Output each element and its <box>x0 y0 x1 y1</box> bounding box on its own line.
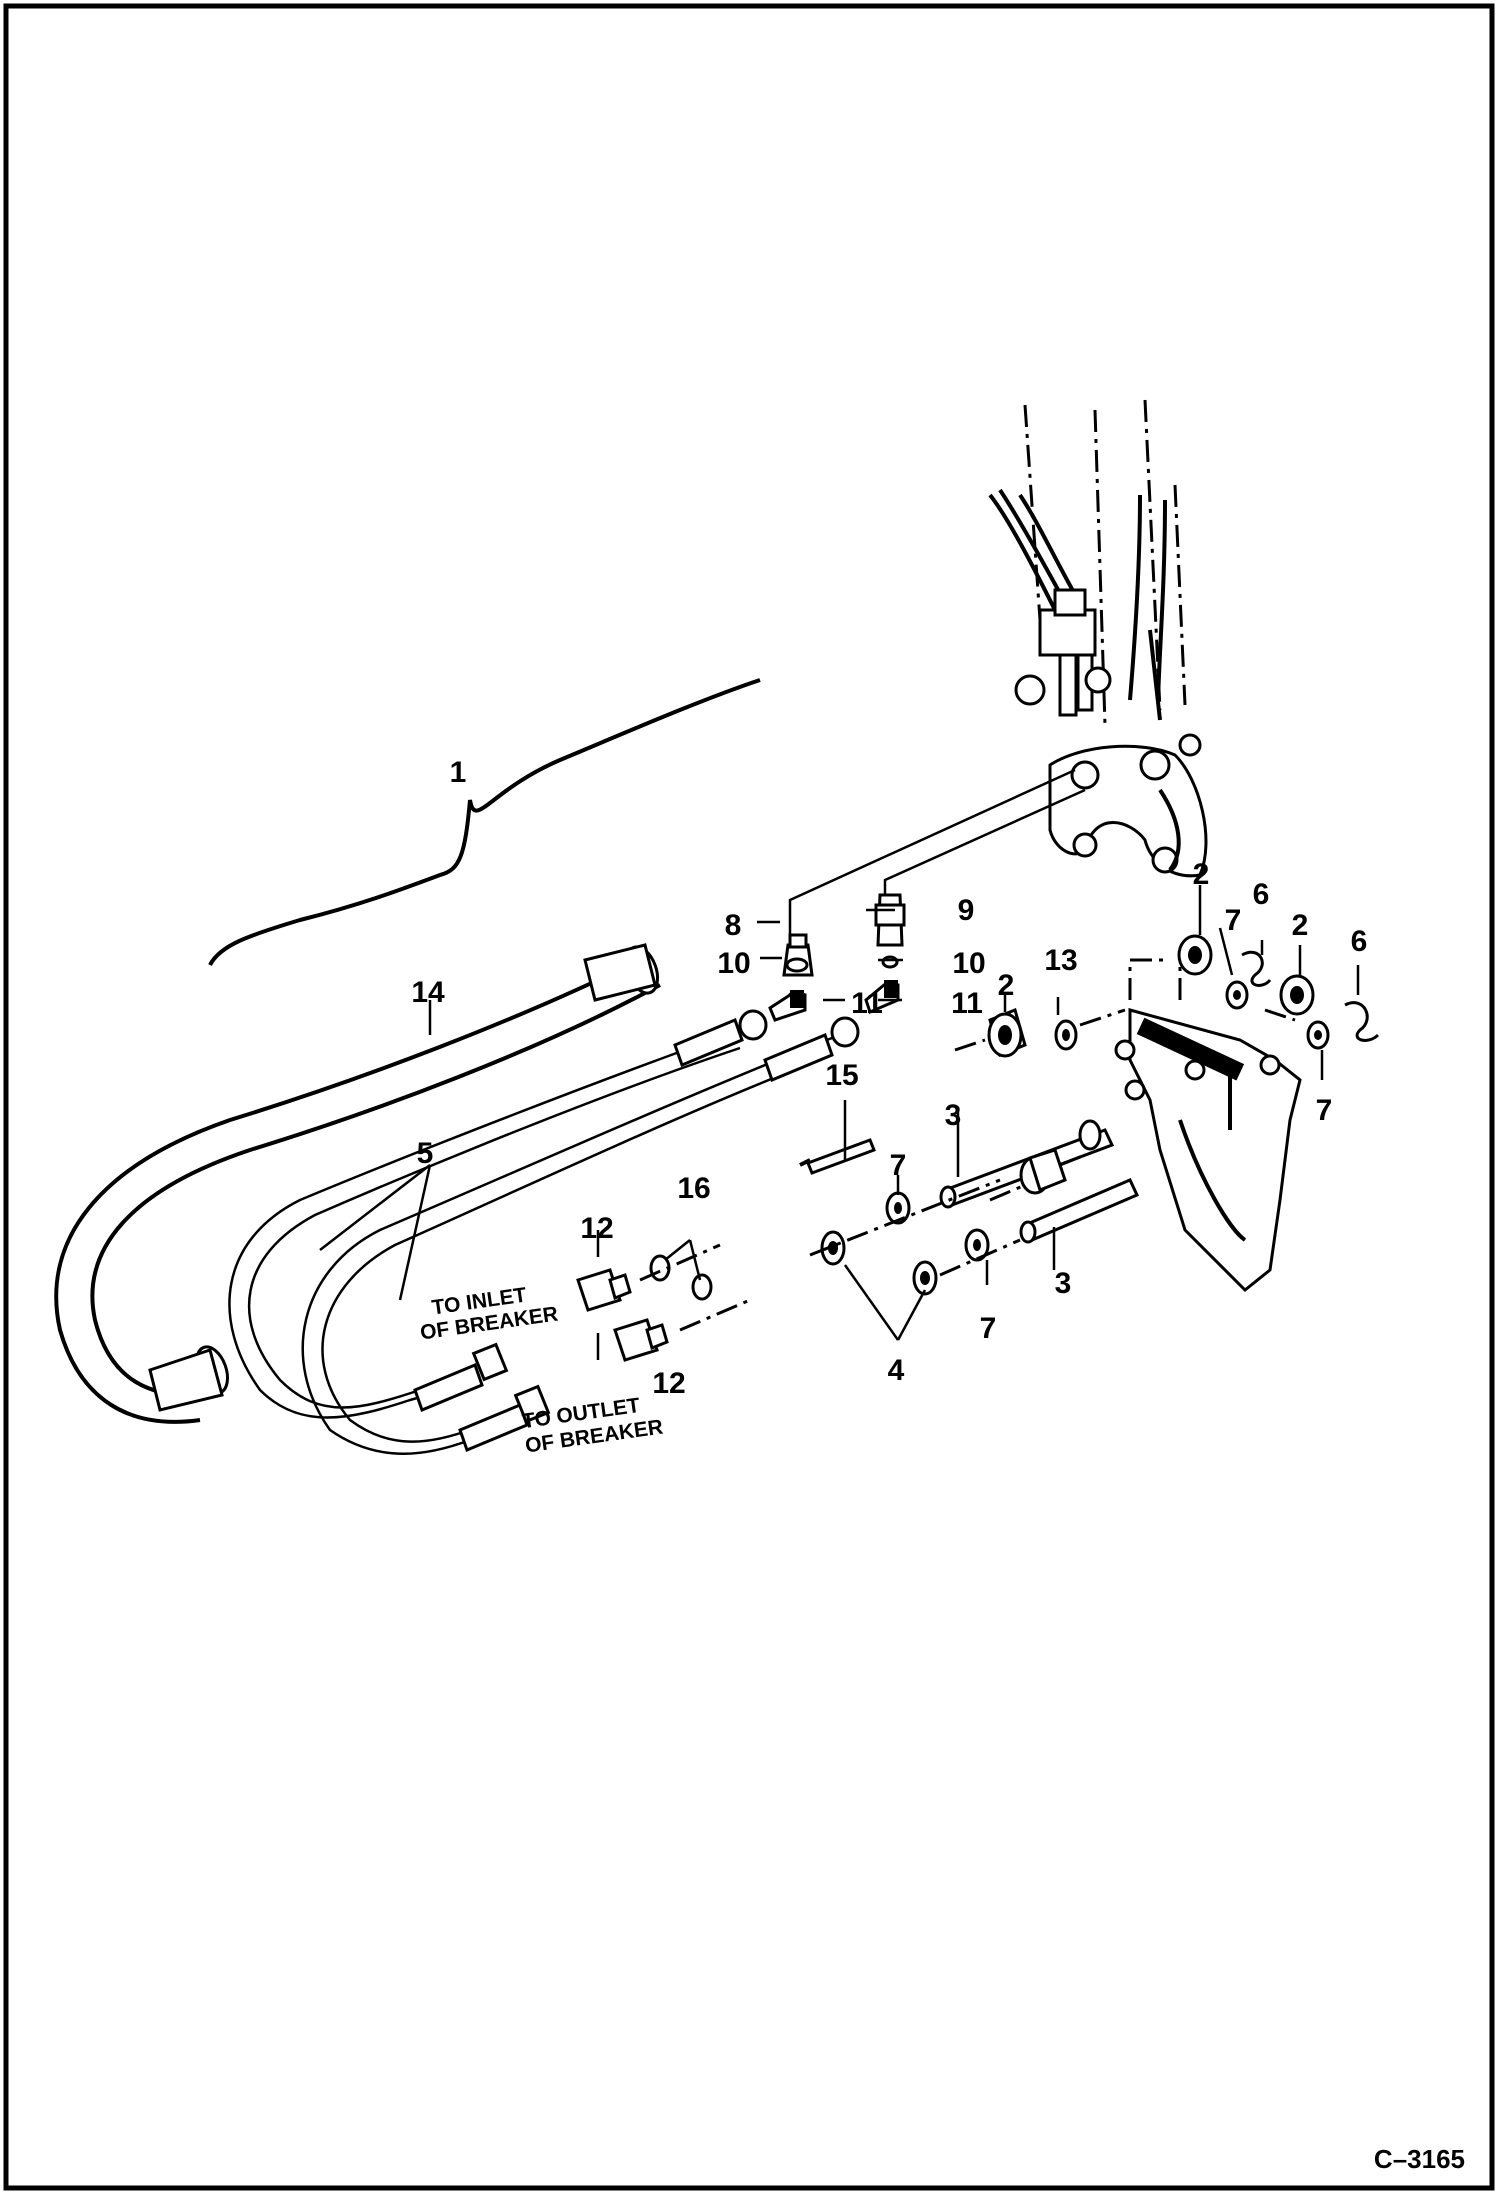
callout-7-washer-upper: 7 <box>1225 904 1242 937</box>
callout-11-left: 11 <box>851 987 883 1020</box>
callout-12-lower: 12 <box>652 1367 685 1400</box>
excavator-arm-drawing <box>988 399 1208 878</box>
callout-16: 16 <box>677 1172 710 1205</box>
callout-1: 1 <box>450 756 467 789</box>
callout-14: 14 <box>411 976 445 1009</box>
callout-labels: 1 2 2 2 3 3 4 5 6 6 7 7 7 7 8 9 10 10 11… <box>411 756 1367 1400</box>
callout-6-spring-upper: 6 <box>1253 878 1270 911</box>
adapters-and-orings <box>576 1138 876 1362</box>
callout-7-washer-lower: 7 <box>980 1312 997 1345</box>
callout-9: 9 <box>958 894 975 927</box>
callout-4: 4 <box>888 1354 905 1387</box>
figure-code: C–3165 <box>1374 2144 1465 2174</box>
callout-7-washer-left: 7 <box>890 1149 907 1182</box>
steel-tubes <box>788 768 1086 940</box>
callout-10-left: 10 <box>717 947 750 980</box>
mounting-bracket <box>1114 958 1302 1293</box>
page-border <box>3 3 1495 2191</box>
callout-11-right: 11 <box>951 987 983 1020</box>
callout-6-spring-right: 6 <box>1351 925 1368 958</box>
leader-lines <box>208 678 1360 1360</box>
callout-2-bushing-upper: 2 <box>1193 858 1210 891</box>
callout-2-bushing-center: 2 <box>998 969 1015 1002</box>
fittings <box>738 893 906 1048</box>
callout-10-right: 10 <box>952 947 985 980</box>
callout-13: 13 <box>1044 944 1077 977</box>
breaker-connection-notes: TO INLET OF BREAKER TO OUTLET OF BREAKER <box>419 1284 665 1458</box>
pins-and-bushings <box>809 934 1380 1296</box>
callout-2-bushing-right: 2 <box>1292 909 1309 942</box>
callout-7-washer-right: 7 <box>1316 1094 1333 1127</box>
callout-15: 15 <box>825 1059 858 1092</box>
callout-5: 5 <box>417 1137 434 1170</box>
callout-8: 8 <box>725 909 742 942</box>
callout-3-pin-upper: 3 <box>945 1099 962 1132</box>
callout-3-pin-lower: 3 <box>1055 1267 1072 1300</box>
callout-12-upper: 12 <box>580 1212 613 1245</box>
hoses <box>54 943 834 1455</box>
